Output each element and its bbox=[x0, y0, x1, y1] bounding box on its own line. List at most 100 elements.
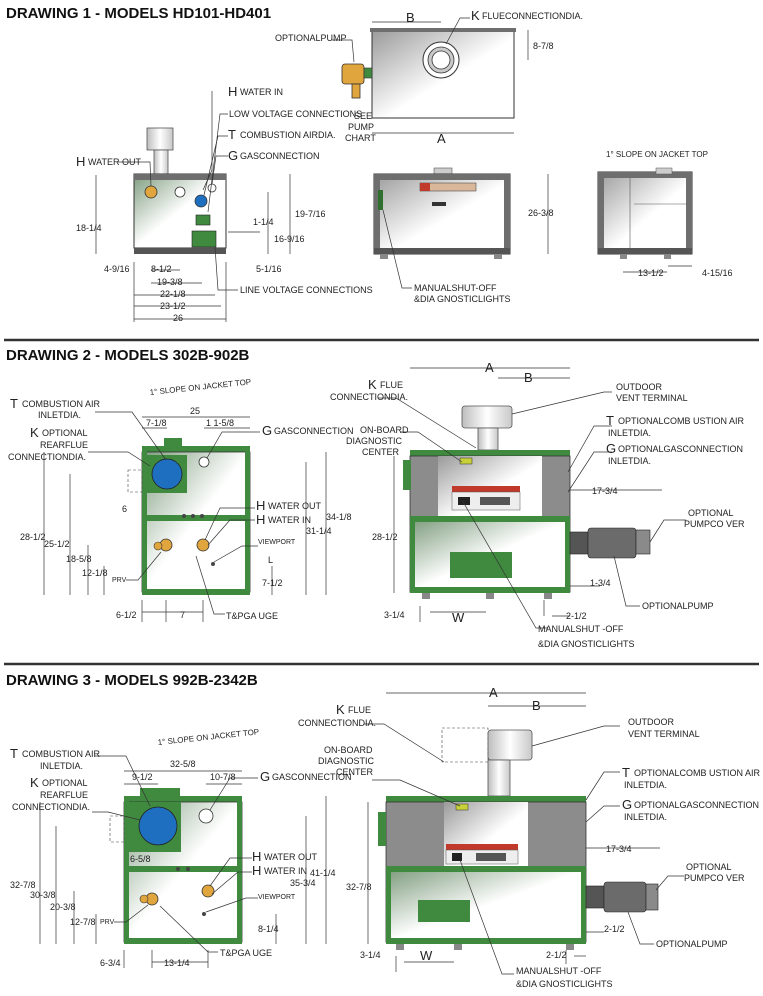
d3-slope: 1° SLOPE ON JACKET TOP bbox=[157, 727, 259, 747]
d3-dim-6-5-8: 6-5/8 bbox=[130, 854, 151, 864]
d3-dim-8-1-4: 8-1/4 bbox=[258, 924, 279, 934]
d3-k-flue-text-1: FLUE bbox=[348, 705, 371, 715]
low-voltage-box bbox=[195, 214, 211, 226]
d1-optional-pump-label: OPTIONALPUMP bbox=[275, 33, 347, 43]
d2-optional-pump: OPTIONALPUMP bbox=[642, 601, 714, 611]
d2-diagnostic-center bbox=[459, 457, 473, 465]
d1-h-in-letter: H bbox=[228, 84, 237, 99]
d2-dim-7: 7 bbox=[180, 610, 185, 620]
combustion-air-inlet bbox=[194, 194, 208, 208]
d3-onboard-2: DIAGNOSTIC bbox=[318, 756, 375, 766]
drawing-1-title: DRAWING 1 - MODELS HD101-HD401 bbox=[6, 5, 271, 22]
d1-t-text: COMBUSTION AIRDIA. bbox=[240, 130, 336, 140]
d2-t-letter: T bbox=[10, 396, 18, 411]
d1-shutoff-1: MANUALSHUT-OFF bbox=[414, 283, 497, 293]
d1-dim-26: 26 bbox=[173, 313, 183, 323]
d3-onboard-1: ON-BOARD bbox=[324, 745, 373, 755]
d2-dim-3-1-4: 3-1/4 bbox=[384, 610, 405, 620]
d1-dim-8-7-8: 8-7/8 bbox=[533, 41, 554, 51]
d1-dim-1-1-4: 1-1/4 bbox=[253, 217, 274, 227]
d3-rear-view bbox=[39, 755, 327, 968]
d3-dim-17-3-4: 17-3/4 bbox=[606, 844, 632, 854]
d3-dim-2-1-2-a: 2-1/2 bbox=[604, 924, 625, 934]
d3-t-text-1: COMBUSTION AIR bbox=[22, 749, 101, 759]
d2-dim-6: 6 bbox=[122, 504, 127, 514]
d1-h-out-letter: H bbox=[76, 154, 85, 169]
d3-shutoff-1: MANUALSHUT -OFF bbox=[516, 966, 602, 976]
d2-h-in-text: WATER IN bbox=[268, 515, 311, 525]
d1-rear-view bbox=[597, 167, 693, 273]
d2-outdoor-1: OUTDOOR bbox=[616, 382, 662, 392]
d2-h-out-text: WATER OUT bbox=[268, 501, 321, 511]
d3-optional-pump: OPTIONALPUMP bbox=[656, 939, 728, 949]
d2-k-flue-letter: K bbox=[368, 377, 377, 392]
d2-pump-cover-2: PUMPCO VER bbox=[684, 519, 745, 529]
d2-rear-view bbox=[43, 411, 327, 622]
d2-dim-28-1-2: 28-1/2 bbox=[20, 532, 46, 542]
d3-dim-20-3-8: 20-3/8 bbox=[50, 902, 76, 912]
d3-pump-cover-1: OPTIONAL bbox=[686, 862, 732, 872]
drawing-2-title: DRAWING 2 - MODELS 302B-902B bbox=[6, 347, 250, 364]
d2-k-text-3: CONNECTIONDIA. bbox=[8, 452, 86, 462]
water-out-fitting bbox=[144, 185, 158, 199]
d2-rear-flue-connection bbox=[151, 458, 183, 490]
d3-t-opt-text-1: OPTIONALCOMB USTION AIR bbox=[634, 768, 761, 778]
d2-t-text-1: COMBUSTION AIR bbox=[22, 399, 101, 409]
d2-t-opt-text-2: INLETDIA. bbox=[608, 428, 651, 438]
d1-side-view bbox=[373, 167, 549, 289]
d3-tp-gauge: T&PGA UGE bbox=[220, 948, 272, 958]
d3-outdoor-2: VENT TERMINAL bbox=[628, 729, 700, 739]
d2-g-text: GASCONNECTION bbox=[274, 426, 354, 436]
d3-k-flue-letter: K bbox=[336, 702, 345, 717]
drawing-1: DRAWING 1 - MODELS HD101-HD401 bbox=[6, 5, 733, 323]
d3-g-text: GASCONNECTION bbox=[272, 772, 352, 782]
d3-dim-32-7-8-r: 32-7/8 bbox=[346, 882, 372, 892]
d2-pump-cover-1: OPTIONAL bbox=[688, 508, 734, 518]
d2-k-flue-text-2: CONNECTIONDIA. bbox=[330, 392, 408, 402]
d3-b-label: B bbox=[532, 698, 541, 713]
d1-dim-16-9-16: 16-9/16 bbox=[274, 234, 305, 244]
d1-h-out-text: WATER OUT bbox=[88, 157, 141, 167]
d2-dim-28-1-2-r: 28-1/2 bbox=[372, 532, 398, 542]
d1-dim-23-1-2: 23-1/2 bbox=[160, 301, 186, 311]
d2-k-text-1: OPTIONAL bbox=[42, 428, 88, 438]
d2-t-text-2: INLETDIA. bbox=[38, 410, 81, 420]
d3-dim-35-3-4: 35-3/4 bbox=[290, 878, 316, 888]
d2-viewport: VIEWPORT bbox=[258, 539, 296, 546]
line-voltage-box bbox=[191, 230, 217, 248]
d3-dim-13-1-4: 13-1/4 bbox=[164, 958, 190, 968]
d3-k-text-2: REARFLUE bbox=[40, 790, 88, 800]
d3-t-opt-text-2: INLETDIA. bbox=[624, 780, 667, 790]
d3-w-label: W bbox=[420, 948, 433, 963]
d3-t-text-2: INLETDIA. bbox=[40, 761, 83, 771]
d3-t-letter: T bbox=[10, 746, 18, 761]
d2-k-flue-text-1: FLUE bbox=[380, 380, 403, 390]
d3-g-opt-letter: G bbox=[622, 797, 632, 812]
d2-slope: 1° SLOPE ON JACKET TOP bbox=[149, 377, 251, 397]
d3-h-in-text: WATER IN bbox=[264, 866, 307, 876]
d1-k-text: FLUECONNECTIONDIA. bbox=[482, 11, 583, 21]
d3-dim-6-3-4: 6-3/4 bbox=[100, 958, 121, 968]
d2-dim-6-1-2: 6-1/2 bbox=[116, 610, 137, 620]
d1-dim-4-9-16: 4-9/16 bbox=[104, 264, 130, 274]
drawing-3-title: DRAWING 3 - MODELS 992B-2342B bbox=[6, 672, 258, 689]
d3-dim-30-3-8: 30-3/8 bbox=[30, 890, 56, 900]
d1-front-view bbox=[95, 91, 291, 322]
d1-shutoff-2: &DIA GNOSTICLIGHTS bbox=[414, 294, 511, 304]
d1-dim-5-1-16: 5-1/16 bbox=[256, 264, 282, 274]
d2-pump-graphic bbox=[569, 527, 651, 559]
d1-g-letter: G bbox=[228, 148, 238, 163]
d1-b-label: B bbox=[406, 10, 415, 25]
d3-side-view bbox=[364, 692, 684, 975]
d2-dim-7-1-8: 7-1/8 bbox=[146, 418, 167, 428]
d2-onboard-2: DIAGNOSTIC bbox=[346, 436, 403, 446]
d3-dim-3-1-4: 3-1/4 bbox=[360, 950, 381, 960]
d3-dim-32-5-8: 32-5/8 bbox=[170, 759, 196, 769]
d2-t-opt-letter: T bbox=[606, 413, 614, 428]
d3-outdoor-1: OUTDOOR bbox=[628, 717, 674, 727]
d2-h-in-letter: H bbox=[256, 512, 265, 527]
d1-low-voltage: LOW VOLTAGE CONNECTIONS bbox=[229, 109, 362, 119]
d2-dim-11-5-8: 1 1-5/8 bbox=[206, 418, 234, 428]
d3-shutoff-2: &DIA GNOSTICLIGHTS bbox=[516, 979, 613, 989]
d3-diagnostic-center bbox=[455, 803, 469, 811]
